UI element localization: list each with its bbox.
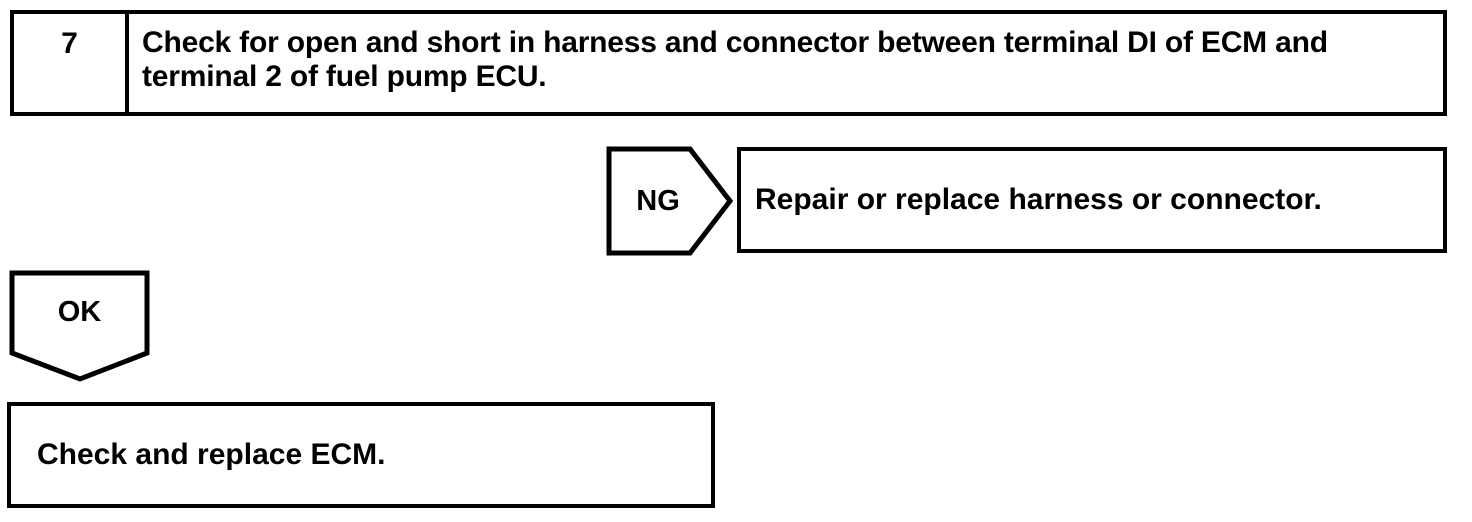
ng-action-text: Repair or replace harness or connector.	[755, 183, 1322, 216]
ng-pointer-right-icon	[606, 146, 734, 256]
ok-label: OK	[57, 295, 102, 328]
step-box: 7 Check for open and short in harness an…	[10, 10, 1447, 116]
ng-label: NG	[636, 184, 680, 217]
step-instruction: Check for open and short in harness and …	[142, 26, 1328, 93]
ok-pointer-down-icon	[9, 270, 150, 382]
ok-action-box: Check and replace ECM.	[7, 402, 715, 508]
step-number: 7	[14, 14, 129, 112]
ok-action-text: Check and replace ECM.	[37, 438, 386, 471]
ng-action-box: Repair or replace harness or connector.	[737, 147, 1447, 253]
